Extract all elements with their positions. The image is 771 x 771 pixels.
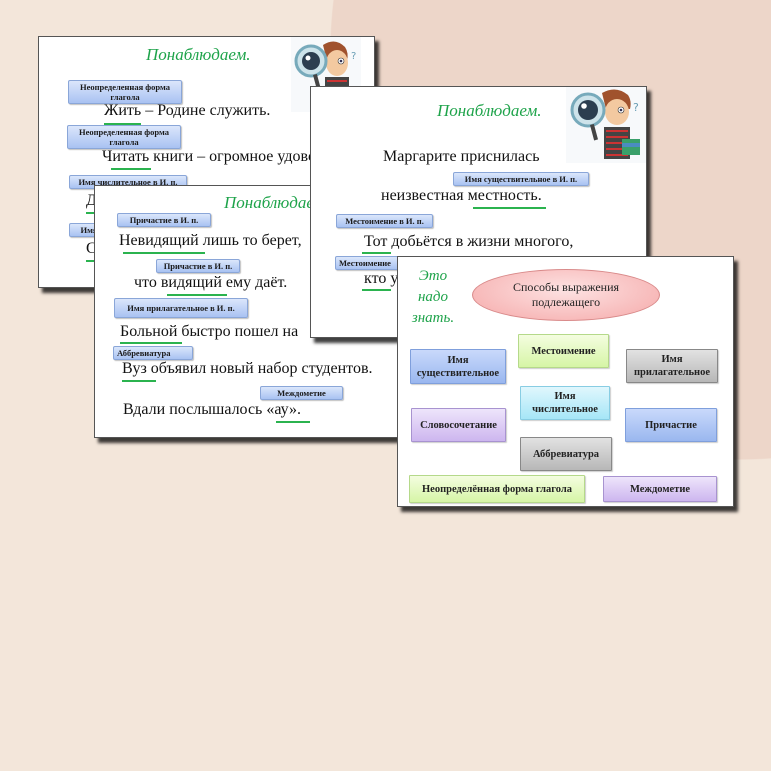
tag-adjective: Имя прилагательное в И. п. [114,298,248,318]
box-interjection: Междометие [603,476,717,502]
subject-word: Вуз [122,360,147,377]
sentence-rest: у [386,270,399,287]
subject-underline [120,342,182,344]
tag-participle: Причастие в И. п. [156,259,240,273]
box-phrase: Словосочетание [411,408,506,442]
tag-abbreviation: Аббревиатура [113,346,193,360]
sentence-pre: Вдали послышалось [123,401,267,418]
must-know-note: Это надо знать. [410,266,456,329]
subject-word: Больной [120,323,178,340]
slide-ways-of-expressing-subject: Это надо знать. Способы выражения подлеж… [397,256,734,507]
subject-word: «ау» [266,401,298,418]
sentence-pre: что [134,274,161,291]
subject-word: Тот [364,233,388,250]
subject-word: местность [467,187,538,204]
sentence: Тот добьётся в жизни многого, [364,233,573,251]
sentence: Читать книги – огромное удовол [102,148,324,166]
tag-infinitive: Неопределенная форма глагола [67,125,181,149]
sentence-rest: быстро пошел на [177,323,299,340]
subject-word: видящий [160,274,222,291]
subject-word: Д [86,192,97,209]
tag-noun: Имя существительное в И. п. [453,172,589,186]
sentence: Д [86,192,97,210]
sentence-rest: добьётся в жизни многого, [387,233,574,250]
tag-infinitive: Неопределенная форма глагола [68,80,182,104]
sentence: С [86,240,97,258]
note-line: надо [417,289,449,305]
subject-underline [104,123,141,125]
subject-underline [362,252,391,254]
slide-title: Понаблюдаем. [146,45,251,64]
slide-title: Понаблюдаем. [437,101,542,120]
subject-word: Жить [104,102,142,119]
svg-text:?: ? [633,101,639,114]
subject-underline [111,168,151,170]
subject-underline [167,294,227,296]
subject-underline [473,207,546,209]
center-label: Способы выражения подлежащего [512,280,620,309]
sentence: Маргарите приснилась [383,148,540,165]
box-noun: Имя существительное [410,349,506,384]
detective-boy-magnifier-icon: ? [566,87,646,163]
tag-pronoun: Местоимение [335,256,405,270]
sentence: Невидящий лишь то берет, [119,232,302,250]
box-participle: Причастие [625,408,717,442]
subject-underline [86,260,100,262]
subject-word: кто [364,270,387,287]
box-numeral: Имя числительное [520,386,610,420]
sentence: Вдали послышалось «ау». [123,401,301,419]
sentence-rest: лишь то берет, [198,232,302,249]
subject-underline [123,252,205,254]
sentence-rest: . [537,187,542,204]
sentence: кто у [364,270,398,288]
box-abbreviation: Аббревиатура [520,437,612,471]
subject-underline [362,289,391,291]
sentence-rest: объявил новый набор студентов. [146,360,373,377]
tag-participle: Причастие в И. п. [117,213,211,227]
sentence: неизвестная местность. [381,187,542,205]
box-infinitive: Неопределённая форма глагола [409,475,585,503]
sentence-rest: . [297,401,302,418]
sentence: Жить – Родине служить. [104,102,270,120]
sentence-pre: неизвестная [381,187,468,204]
sentence-rest: ему даёт. [221,274,288,291]
sentence: Больной быстро пошел на [120,323,298,341]
box-adjective: Имя прилагательное [626,349,718,383]
subject-underline [86,212,100,214]
tag-pronoun: Местоимение в И. п. [336,214,433,228]
slide-title: Понаблюдае [224,193,314,212]
sentence-rest: книги – огромное удовол [149,148,324,165]
box-pronoun: Местоимение [518,334,609,368]
note-line: Это [418,268,448,284]
subject-word: С [86,240,97,257]
tag-interjection: Междометие [260,386,343,400]
subject-underline [276,421,310,423]
sentence: что видящий ему даёт. [134,274,287,292]
center-ellipse: Способы выражения подлежащего [472,269,660,321]
sentence-rest: – Родине служить. [141,102,271,119]
svg-text:?: ? [351,51,356,62]
subject-word: Читать [102,148,150,165]
sentence: Вуз объявил новый набор студентов. [122,360,373,378]
note-line: знать. [411,310,455,326]
subject-word: Невидящий [119,232,199,249]
subject-underline [122,380,156,382]
